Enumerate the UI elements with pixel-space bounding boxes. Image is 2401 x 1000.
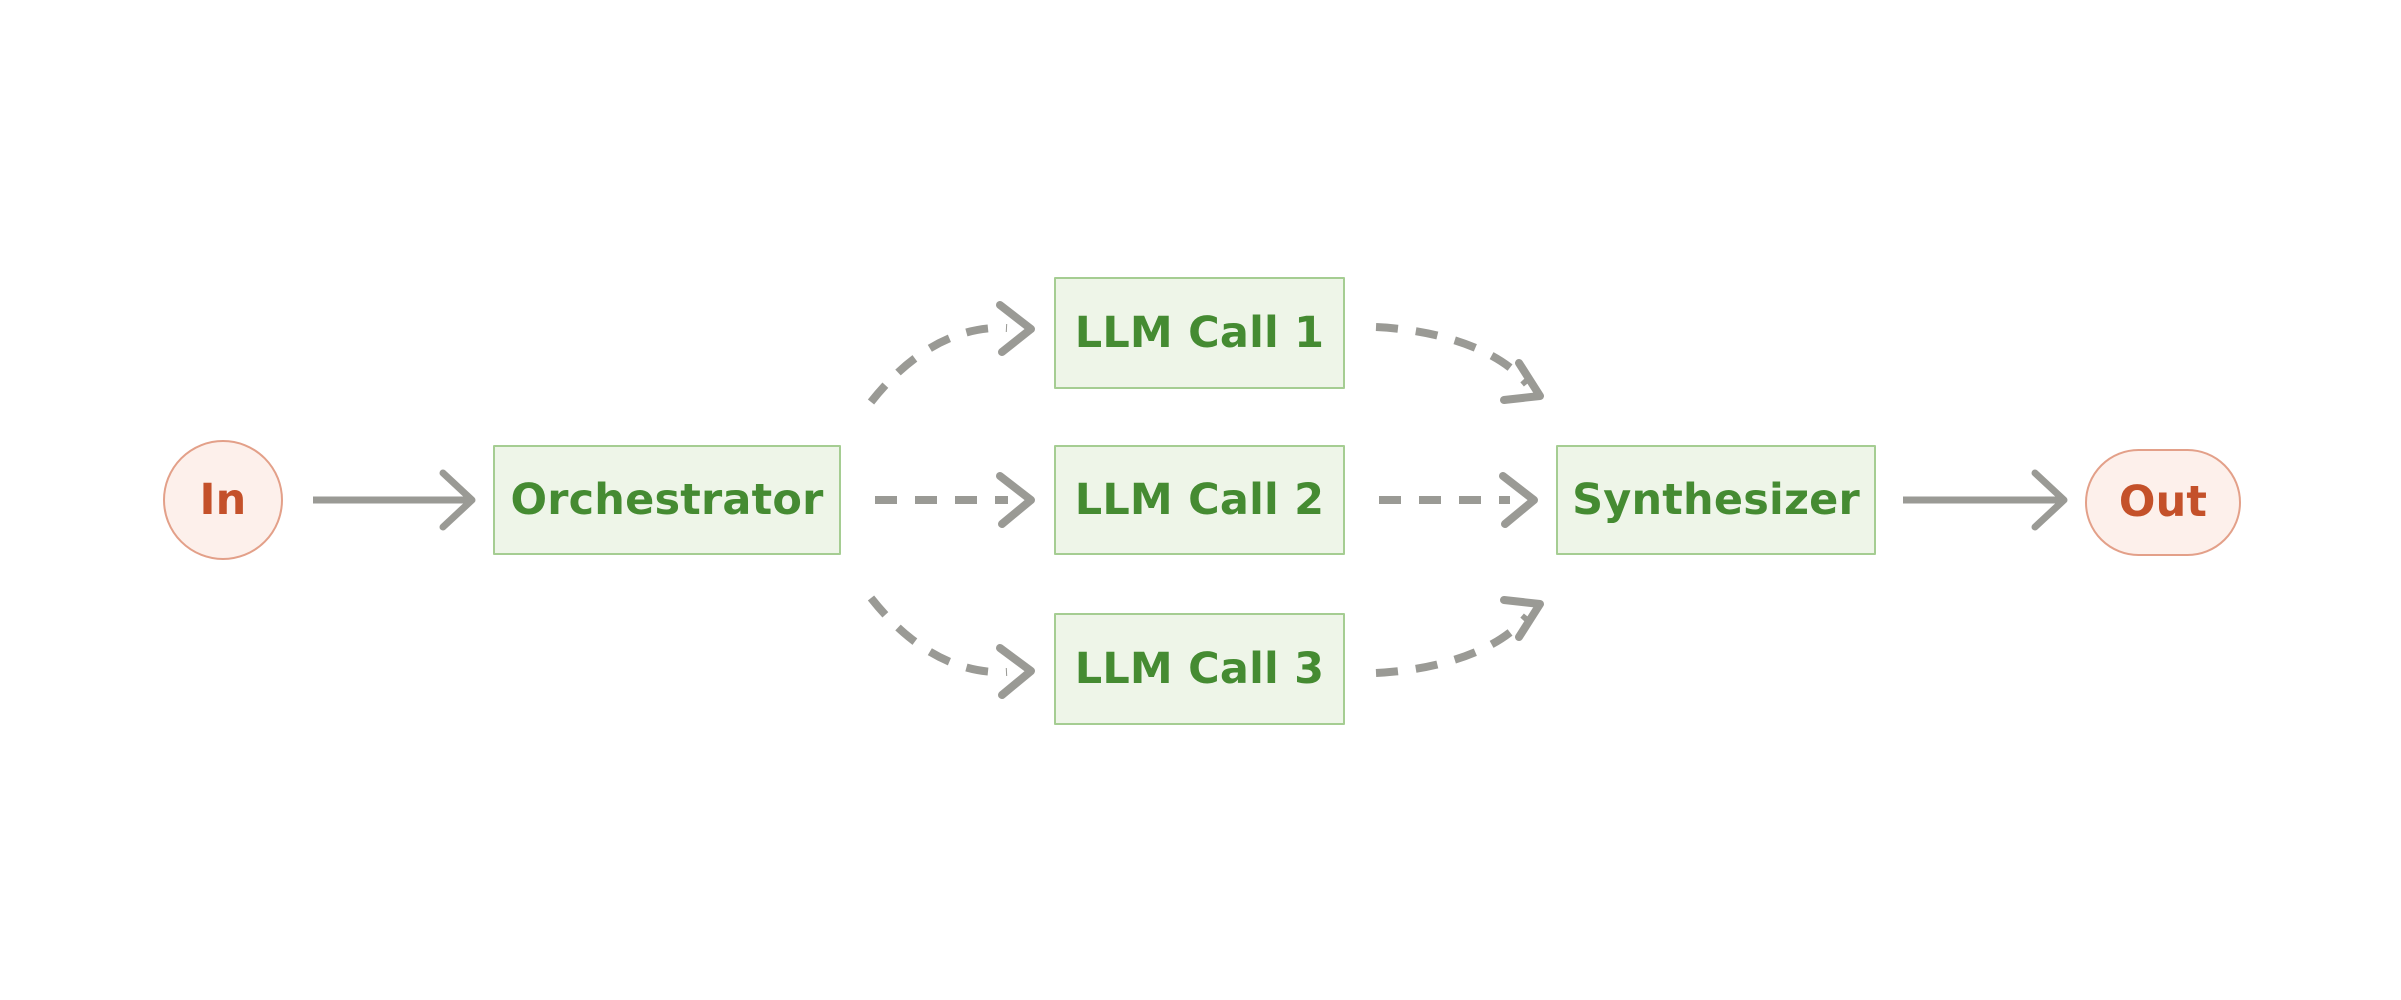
node-in[interactable]: In (163, 440, 283, 560)
node-llm-call-3-label: LLM Call 3 (1074, 643, 1325, 694)
edge-llm-call-2-to-synthesizer (1379, 472, 1538, 528)
node-orchestrator[interactable]: Orchestrator (493, 445, 841, 555)
node-llm-call-3[interactable]: LLM Call 3 (1054, 613, 1345, 725)
edge-orchestrator-to-llm-call-2 (875, 472, 1035, 528)
node-orchestrator-label: Orchestrator (510, 474, 824, 525)
edge-in-to-orchestrator (313, 469, 476, 531)
node-out-label: Out (2118, 477, 2208, 527)
node-in-label: In (199, 474, 247, 525)
node-llm-call-1[interactable]: LLM Call 1 (1054, 277, 1345, 389)
node-out[interactable]: Out (2085, 449, 2241, 556)
edge-orchestrator-to-llm-call-3 (867, 595, 1035, 699)
node-llm-call-1-label: LLM Call 1 (1074, 307, 1325, 358)
edge-synthesizer-to-out (1903, 469, 2068, 531)
node-llm-call-2[interactable]: LLM Call 2 (1054, 445, 1345, 555)
node-llm-call-2-label: LLM Call 2 (1074, 474, 1325, 525)
edge-llm-call-3-to-synthesizer (1375, 596, 1544, 677)
node-synthesizer[interactable]: Synthesizer (1556, 445, 1876, 555)
edge-llm-call-1-to-synthesizer (1375, 323, 1544, 404)
node-synthesizer-label: Synthesizer (1572, 474, 1860, 525)
edge-orchestrator-to-llm-call-1 (867, 301, 1035, 405)
